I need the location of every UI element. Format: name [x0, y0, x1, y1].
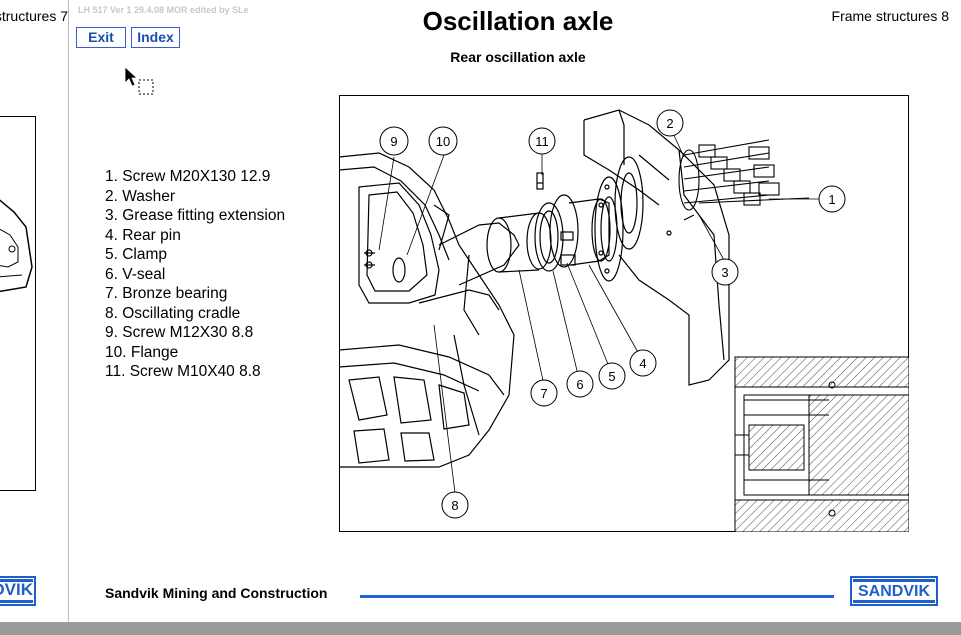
exploded-view-diagram: 1 2 3 4 5 6 7 8: [338, 95, 910, 533]
callout-10: 10: [428, 126, 458, 156]
svg-text:11: 11: [535, 134, 549, 149]
svg-text:6: 6: [576, 377, 583, 392]
previous-page-title: Frame structures 7: [0, 8, 68, 24]
part-item: 8. Oscillating cradle: [105, 304, 241, 322]
section-detail-drawing: [734, 356, 910, 533]
sandvik-logo: SANDVIK: [850, 576, 938, 606]
rear-pin-drawing: [486, 172, 624, 282]
window-bottom-bar: [0, 622, 961, 635]
part-item: 1. Screw M20X130 12.9: [105, 168, 271, 185]
index-button[interactable]: Index: [131, 27, 180, 48]
svg-text:8: 8: [451, 498, 458, 513]
page-section-label: Frame structures 8: [831, 8, 949, 24]
part-item: 6. V-seal: [105, 265, 166, 283]
svg-text:7: 7: [540, 386, 547, 401]
page-divider: [68, 0, 69, 622]
svg-text:3: 3: [721, 265, 728, 280]
callout-6: 6: [566, 370, 594, 398]
footer-rule: [360, 595, 834, 598]
svg-text:1: 1: [828, 192, 835, 207]
part-item: 11. Screw M10X40 8.8: [105, 363, 261, 380]
part-item: 9. Screw M12X30 8.8: [105, 324, 254, 341]
company-name: Sandvik Mining and Construction: [105, 585, 328, 601]
part-item: 4. Rear pin: [105, 226, 181, 244]
mouse-pointer-icon: [124, 66, 156, 98]
part-item: 10. Flange: [105, 343, 179, 361]
callout-5: 5: [598, 362, 626, 390]
svg-text:4: 4: [639, 356, 646, 371]
callout-1: 1: [818, 185, 846, 213]
part-item: 2. Washer: [105, 187, 176, 205]
frame-bracket-drawing: [583, 109, 730, 386]
svg-text:SANDVIK: SANDVIK: [858, 583, 930, 600]
exit-button[interactable]: Exit: [76, 27, 126, 48]
callout-2: 2: [656, 109, 684, 137]
callout-9: 9: [379, 126, 409, 156]
svg-text:SANDVIK: SANDVIK: [0, 580, 34, 599]
callout-4: 4: [629, 349, 657, 377]
svg-text:5: 5: [608, 369, 615, 384]
callout-11: 11: [528, 127, 556, 155]
page-title: Oscillation axle: [422, 6, 614, 36]
washer-and-screws-drawing: [678, 139, 810, 211]
callout-7: 7: [530, 379, 558, 407]
previous-page-pane: Frame structures 7 SANDVIK: [0, 0, 68, 622]
parts-list: 1. Screw M20X130 12.9 2. Washer 3. Greas…: [105, 167, 285, 382]
svg-text:9: 9: [390, 134, 397, 149]
svg-text:2: 2: [666, 116, 673, 131]
version-note: LH 517 Ver 1 29.4.08 MOR edited by SLe: [78, 5, 249, 15]
svg-text:10: 10: [436, 134, 450, 149]
callout-8: 8: [441, 491, 469, 519]
page-subtitle: Rear oscillation axle: [450, 49, 586, 65]
previous-page-diagram: [0, 116, 36, 491]
oscillating-cradle-drawing: [338, 152, 520, 468]
callout-3: 3: [711, 258, 739, 286]
part-item: 7. Bronze bearing: [105, 285, 228, 302]
part-item: 3. Grease fitting extension: [105, 207, 286, 224]
part-item: 5. Clamp: [105, 246, 168, 263]
previous-page-logo: SANDVIK: [0, 576, 37, 606]
